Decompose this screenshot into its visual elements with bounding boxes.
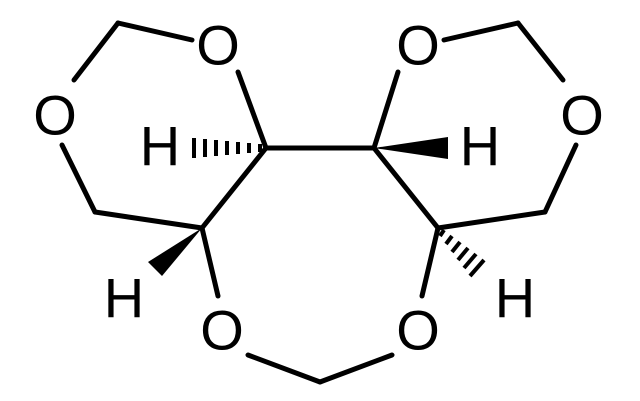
atom-h-lower-left: H — [104, 267, 144, 330]
bond-ch2-right-to-c-lower-right — [435, 209, 548, 231]
bond-ch2-left-to-c-lower-left — [92, 209, 205, 231]
bond-o-left-to-ch2-left — [59, 142, 98, 215]
atom-o-bottom-left: O — [200, 299, 244, 362]
atom-o-top-right: O — [396, 14, 440, 77]
bond-c-upper-right-to-c-lower-right — [371, 145, 441, 231]
bond-c-lower-right-to-o-bottom-right — [419, 225, 441, 299]
bonds — [59, 20, 579, 385]
atom-o-right: O — [560, 84, 604, 147]
atom-h-upper-left: H — [140, 115, 180, 178]
bond-c-lower-left-to-o-bottom-left — [199, 225, 221, 299]
bond-ch2-bottom-to-o-bottom-right — [317, 352, 395, 385]
wedge-bond-upper-right — [374, 137, 448, 159]
atom-h-upper-right: H — [460, 115, 500, 178]
bond-ch2-top-left-to-o-top-left — [115, 20, 195, 43]
hashed-bond-upper-left — [192, 138, 262, 158]
bond-ch2-top-right-to-o-right — [515, 20, 566, 83]
atom-labels: O O O O O O H H H H — [33, 14, 604, 362]
bond-o-top-left-to-c-upper-left — [235, 69, 269, 151]
hashed-bond-lower-right — [438, 228, 486, 278]
atom-o-left: O — [33, 84, 77, 147]
bond-o-top-right-to-ch2-top-right — [441, 20, 521, 43]
bond-o-right-to-ch2-right — [542, 142, 579, 215]
bond-c-upper-right-to-o-top-right — [371, 69, 401, 151]
atom-o-top-left: O — [196, 14, 240, 77]
wedge-bond-lower-left — [148, 228, 202, 276]
bond-c-upper-left-to-c-lower-left — [199, 145, 269, 231]
bond-o-bottom-left-to-ch2-bottom — [245, 352, 323, 385]
atom-o-bottom-right: O — [396, 299, 440, 362]
bond-ch2-top-left-to-o-left — [71, 20, 121, 83]
atom-h-lower-right: H — [495, 267, 535, 330]
